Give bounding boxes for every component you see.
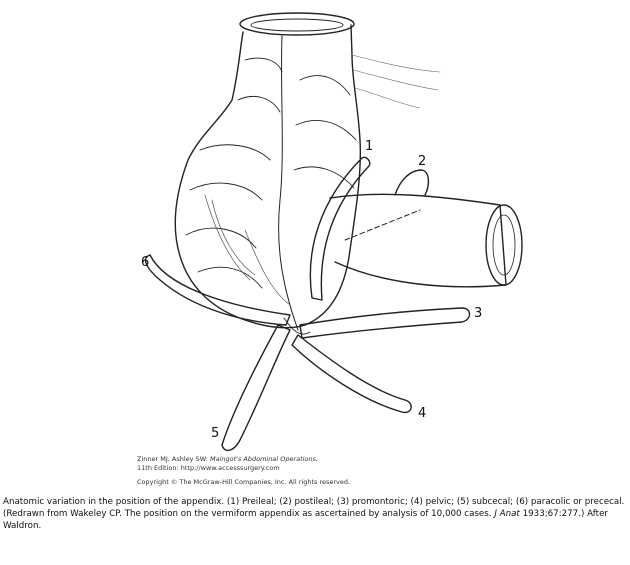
label-1: 1	[365, 139, 373, 154]
colon-opening	[240, 13, 354, 35]
label-2: 2	[418, 154, 426, 169]
appendix-paracolic	[145, 255, 290, 325]
credit-book-title: Maingot's Abdominal Operations,	[210, 455, 318, 463]
copyright-line: Copyright © The McGraw-Hill Companies, I…	[137, 478, 350, 486]
appendix-preileal	[310, 157, 369, 300]
ileum-lumen	[486, 205, 522, 285]
appendix-promontoric	[300, 308, 470, 338]
source-credit-line-1: Zinner MJ, Ashley SW: Maingot's Abdomina…	[137, 455, 318, 463]
appendix-illustration: 1 2 3 4 5 6	[0, 0, 630, 470]
source-credit-line-2: 11th Edition: http://www.accesssurgery.c…	[137, 464, 280, 472]
appendix-postileal	[395, 170, 428, 195]
label-6: 6	[141, 255, 149, 270]
figure-caption: Anatomic variation in the position of th…	[3, 496, 627, 532]
caption-journal: J Anat	[494, 509, 520, 519]
credit-authors: Zinner MJ, Ashley SW:	[137, 455, 208, 463]
appendix-subcecal	[222, 325, 290, 450]
label-3: 3	[474, 306, 482, 321]
label-5: 5	[211, 426, 219, 441]
appendix-pelvic	[292, 335, 411, 412]
cecum-colon-outline	[175, 25, 360, 328]
label-4: 4	[418, 406, 426, 421]
